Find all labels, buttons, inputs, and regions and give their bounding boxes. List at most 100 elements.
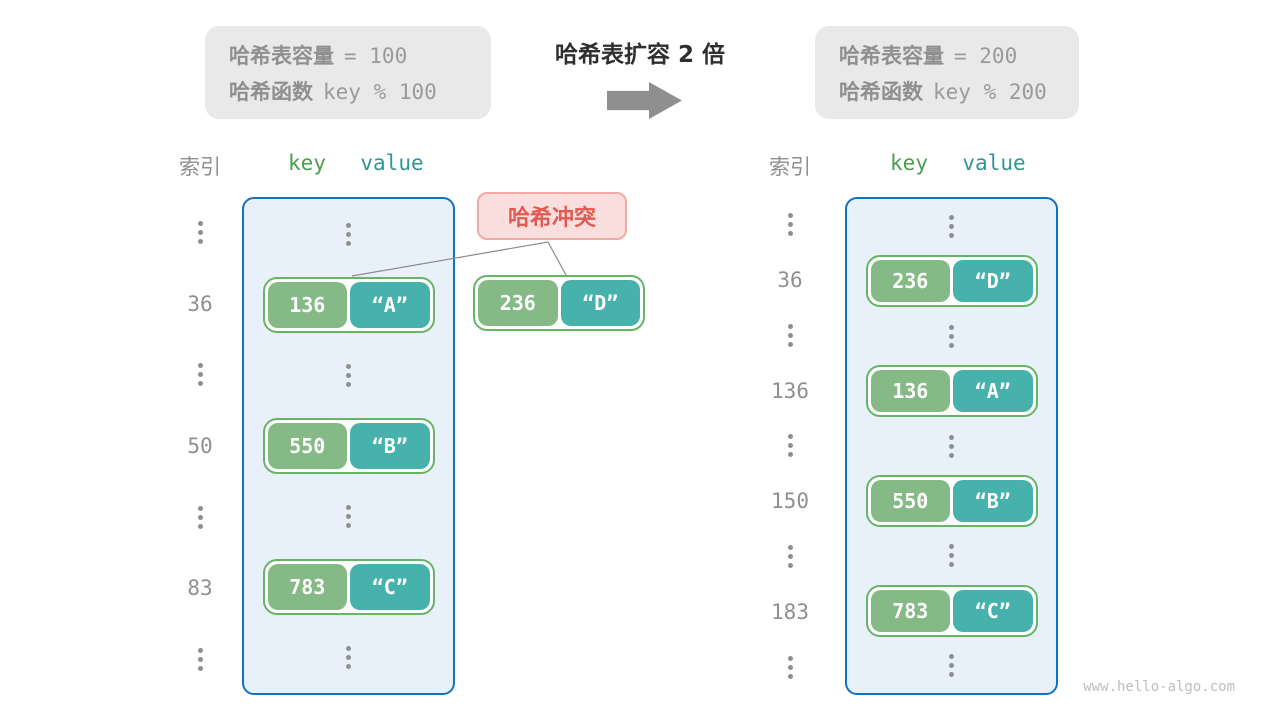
hash-function-value: key % 200 <box>933 79 1047 104</box>
ellipsis-dots-icon <box>949 654 954 678</box>
index-value: 50 <box>187 433 213 458</box>
bucket-ellipsis-row <box>847 199 1056 254</box>
bucket-pair-row: 136 “A” <box>847 364 1056 419</box>
right-value-header: value <box>962 151 1026 175</box>
info-box-after: 哈希表容量 = 200 哈希函数 key % 200 <box>815 26 1079 119</box>
ellipsis-dots-icon <box>787 213 793 237</box>
bucket-pair-row: 236 “D” <box>847 254 1056 309</box>
ellipsis-dots-icon <box>197 647 203 671</box>
key-cell: 783 <box>870 589 950 632</box>
bucket-pair-row: 550 “B” <box>244 411 453 482</box>
key-value-pair: 236 “D” <box>865 255 1038 308</box>
ellipsis-dots-icon <box>787 434 793 458</box>
key-cell: 236 <box>870 260 950 303</box>
ellipsis-dots-icon <box>949 214 954 238</box>
ellipsis-dots-icon <box>346 222 351 246</box>
index-ellipsis <box>755 197 825 252</box>
key-cell: 550 <box>870 479 950 522</box>
key-value-pair: 550 “B” <box>262 418 435 475</box>
key-value-pair: 136 “A” <box>865 365 1038 418</box>
value-cell: “B” <box>350 423 430 470</box>
index-label: 36 <box>755 252 825 307</box>
capacity-label: 哈希表容量 <box>229 43 334 68</box>
bucket-ellipsis-row <box>847 638 1056 693</box>
capacity-value: = 200 <box>954 43 1018 68</box>
ellipsis-dots-icon <box>346 646 351 670</box>
index-value: 83 <box>187 576 213 601</box>
hash-collision-label: 哈希冲突 <box>477 192 627 240</box>
hash-function-line: 哈希函数 key % 200 <box>839 76 1055 106</box>
bucket-pair-row: 550 “B” <box>847 473 1056 528</box>
value-cell: “C” <box>350 564 430 611</box>
index-label: 183 <box>755 584 825 639</box>
ellipsis-dots-icon <box>787 655 793 679</box>
left-index-header: 索引 <box>179 155 221 179</box>
capacity-line: 哈希表容量 = 200 <box>839 40 1055 70</box>
bucket-ellipsis-row <box>244 199 453 270</box>
watermark: www.hello-algo.com <box>1083 679 1235 695</box>
ellipsis-dots-icon <box>787 323 793 347</box>
index-value: 136 <box>771 378 809 403</box>
value-cell: “D” <box>560 280 640 326</box>
right-key-header: key <box>890 151 928 175</box>
colliding-key-value-pair: 236 “D” <box>473 275 645 331</box>
ellipsis-dots-icon <box>197 505 203 529</box>
capacity-value: = 100 <box>344 43 408 68</box>
left-hash-table: 136 “A” 550 “B” 783 “C” <box>242 197 455 695</box>
ellipsis-dots-icon <box>197 221 203 245</box>
capacity-label: 哈希表容量 <box>839 43 944 68</box>
ellipsis-dots-icon <box>787 545 793 569</box>
ellipsis-dots-icon <box>197 363 203 387</box>
bucket-ellipsis-row <box>847 528 1056 583</box>
index-value: 36 <box>777 267 803 292</box>
index-label: 50 <box>165 410 235 481</box>
left-key-header: key <box>288 151 326 175</box>
left-value-header: value <box>360 151 424 175</box>
key-cell: 136 <box>870 370 950 413</box>
ellipsis-dots-icon <box>949 434 954 458</box>
value-cell: “B” <box>953 479 1033 522</box>
left-index-column: 36 50 83 <box>165 197 235 695</box>
hash-function-line: 哈希函数 key % 100 <box>229 76 467 106</box>
index-value: 36 <box>187 291 213 316</box>
ellipsis-dots-icon <box>346 363 351 387</box>
bucket-pair-row: 783 “C” <box>847 583 1056 638</box>
bucket-ellipsis-row <box>847 419 1056 474</box>
key-value-pair: 783 “C” <box>262 559 435 616</box>
hash-function-value: key % 100 <box>323 79 437 104</box>
index-value: 150 <box>771 489 809 514</box>
hash-function-label: 哈希函数 <box>229 79 313 104</box>
key-value-pair: 783 “C” <box>865 584 1038 637</box>
bucket-ellipsis-row <box>244 340 453 411</box>
ellipsis-dots-icon <box>949 544 954 568</box>
index-label: 150 <box>755 474 825 529</box>
index-ellipsis <box>165 624 235 695</box>
bucket-pair-row: 783 “C” <box>244 552 453 623</box>
index-value: 183 <box>771 599 809 624</box>
key-cell: 236 <box>478 280 558 326</box>
index-ellipsis <box>755 418 825 473</box>
right-hash-table: 236 “D” 136 “A” 550 “B” 783 “C” <box>845 197 1058 695</box>
right-index-header: 索引 <box>769 155 811 179</box>
value-cell: “D” <box>953 260 1033 303</box>
capacity-line: 哈希表容量 = 100 <box>229 40 467 70</box>
right-arrow-icon <box>607 82 682 119</box>
key-cell: 136 <box>267 281 347 328</box>
index-ellipsis <box>165 339 235 410</box>
index-ellipsis <box>755 529 825 584</box>
value-cell: “A” <box>953 370 1033 413</box>
hash-function-label: 哈希函数 <box>839 79 923 104</box>
info-box-before: 哈希表容量 = 100 哈希函数 key % 100 <box>205 26 491 119</box>
key-value-pair: 550 “B” <box>865 474 1038 527</box>
ellipsis-dots-icon <box>346 505 351 529</box>
bucket-ellipsis-row <box>244 481 453 552</box>
value-cell: “A” <box>350 281 430 328</box>
index-label: 36 <box>165 268 235 339</box>
ellipsis-dots-icon <box>949 324 954 348</box>
bucket-ellipsis-row <box>244 622 453 693</box>
bucket-pair-row: 136 “A” <box>244 270 453 341</box>
index-ellipsis <box>165 482 235 553</box>
index-label: 136 <box>755 363 825 418</box>
key-cell: 550 <box>267 423 347 470</box>
